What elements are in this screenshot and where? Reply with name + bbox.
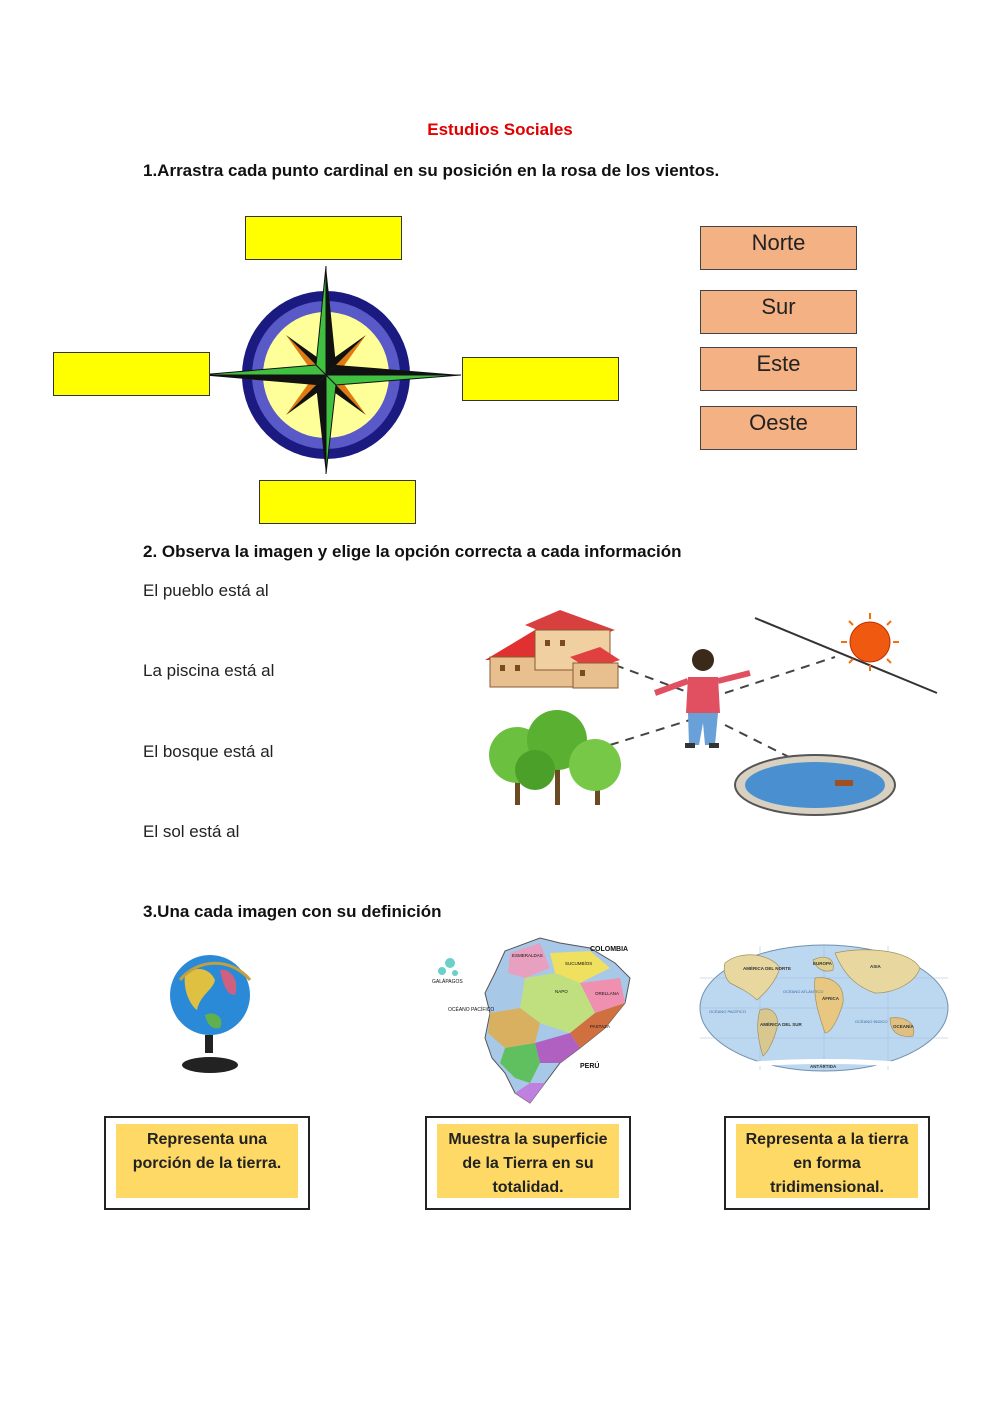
pool-icon [734, 754, 896, 816]
map-label-esmeraldas: ESMERALDAS [512, 953, 543, 958]
page-title: Estudios Sociales [427, 120, 573, 139]
world-map-image: AMÉRICA DEL NORTE EUROPA ASIA ÁFRICA AMÉ… [695, 938, 953, 1083]
village-icon [485, 610, 620, 689]
statement-piscina: La piscina está al [143, 661, 275, 680]
globe-image [170, 955, 252, 1073]
instruction-2: 2. Observa la imagen y elige la opción c… [143, 542, 682, 561]
definition-box-3[interactable]: Representa a la tierra en forma tridimen… [724, 1116, 930, 1210]
sun-icon [841, 613, 899, 671]
definition-box-1[interactable]: Representa una porción de la tierra. [104, 1116, 310, 1210]
statement-bosque: El bosque está al [143, 742, 274, 761]
world-label-africa: ÁFRICA [822, 995, 840, 1001]
map-label-colombia: COLOMBIA [590, 946, 628, 953]
map-label-orellana: ORELLANA [595, 991, 619, 996]
map-label-sucumbios: SUCUMBÍOS [565, 960, 592, 966]
definition-box-2[interactable]: Muestra la superficie de la Tierra en su… [425, 1116, 631, 1210]
map-label-galapagos: GALÁPAGOS [432, 978, 463, 985]
world-label-america-sur: AMÉRICA DEL SUR [760, 1020, 803, 1027]
world-label-europa: EUROPA [813, 961, 833, 966]
card-este[interactable]: Este [700, 347, 857, 391]
world-label-antartida: ANTÁRTIDA [810, 1063, 837, 1069]
card-sur[interactable]: Sur [700, 290, 857, 334]
compass-rose-image [198, 265, 462, 475]
world-label-oc-atlantico: OCÉANO ATLÁNTICO [783, 989, 823, 994]
forest-icon [489, 710, 621, 805]
map-label-pastaza: PASTAZA [590, 1024, 610, 1029]
world-label-oceania: OCEANÍA [893, 1022, 915, 1029]
scene-illustration [485, 610, 938, 816]
definition-text-3: Representa a la tierra en forma tridimen… [736, 1124, 918, 1198]
card-oeste[interactable]: Oeste [700, 406, 857, 450]
person-icon [653, 649, 751, 748]
world-label-oc-indico: OCÉANO ÍNDICO [855, 1019, 887, 1024]
map-label-napo: NAPO [555, 989, 568, 994]
drop-slot-right[interactable] [462, 357, 619, 401]
card-norte[interactable]: Norte [700, 226, 857, 270]
definition-text-1: Representa una porción de la tierra. [116, 1124, 298, 1198]
ecuador-map-image: COLOMBIA PERÚ GALÁPAGOS OCÉANO PACÍFICO … [432, 937, 631, 1104]
drop-slot-bottom[interactable] [259, 480, 416, 524]
instruction-1: 1.Arrastra cada punto cardinal en su pos… [143, 161, 720, 180]
world-label-oc-pacifico: OCÉANO PACÍFICO [709, 1009, 746, 1014]
statement-sol: El sol está al [143, 822, 240, 841]
world-label-asia: ASIA [870, 964, 882, 969]
drop-slot-top[interactable] [245, 216, 402, 260]
definition-text-2: Muestra la superficie de la Tierra en su… [437, 1124, 619, 1198]
instruction-3: 3.Una cada imagen con su definición [143, 902, 442, 921]
map-label-pacific: OCÉANO PACÍFICO [448, 1006, 494, 1013]
map-label-peru: PERÚ [580, 1061, 599, 1070]
statement-pueblo: El pueblo está al [143, 581, 269, 600]
drop-slot-left[interactable] [53, 352, 210, 396]
world-label-america-norte: AMÉRICA DEL NORTE [743, 964, 791, 971]
